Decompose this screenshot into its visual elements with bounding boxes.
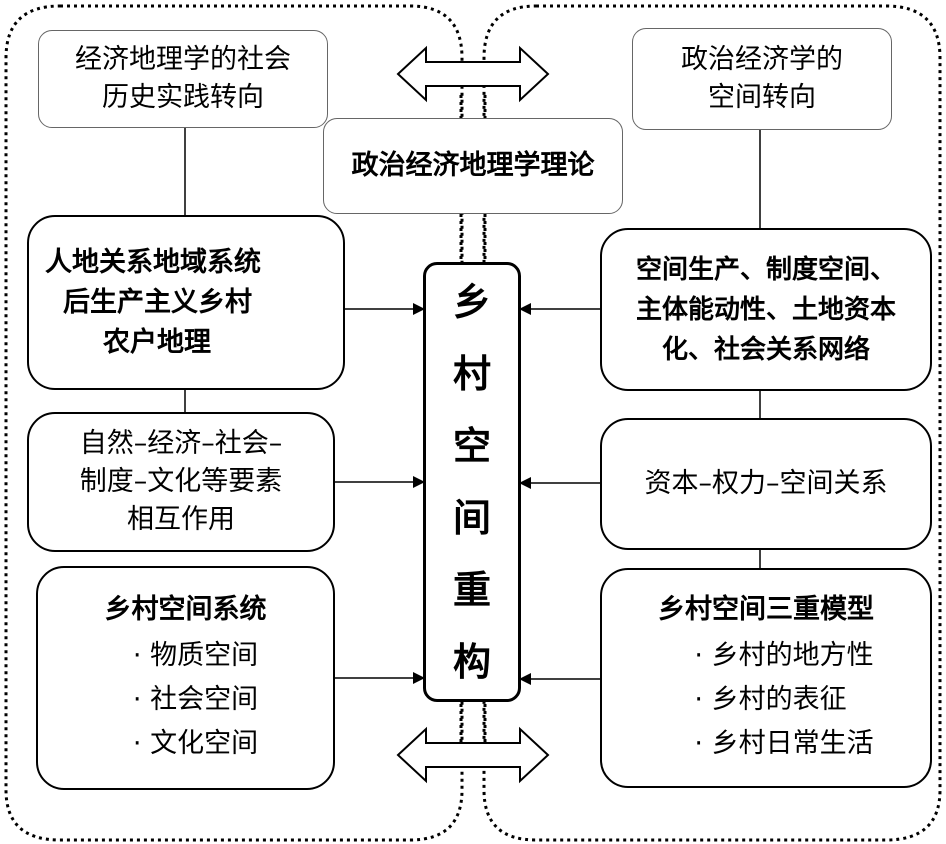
left-box-3-item-1: · 物质空间: [132, 640, 259, 671]
theory-box: 政治经济地理学理论: [323, 118, 623, 214]
left-box-3-item-3: · 文化空间: [132, 728, 259, 759]
left-box-1-line-1: 人地关系地域系统: [45, 246, 261, 278]
left-box-3: 乡村空间系统 · 物质空间 · 社会空间 · 文化空间: [36, 566, 335, 790]
right-box-2-label: 资本–权力–空间关系: [644, 468, 888, 499]
top-left-line-1: 经济地理学的社会: [75, 44, 291, 75]
top-right-line-2: 空间转向: [708, 82, 816, 113]
left-box-1-line-3: 农户地理: [103, 326, 211, 358]
left-box-3-title: 乡村空间系统: [104, 594, 267, 625]
left-box-3-item-2: · 社会空间: [132, 684, 259, 715]
center-char-2: 村: [452, 352, 491, 396]
top-right-line-1: 政治经济学的: [681, 44, 843, 75]
center-char-4: 间: [452, 496, 491, 540]
right-box-1-line-2: 主体能动性、土地资本: [635, 294, 896, 325]
left-box-2-line-2: 制度–文化等要素: [79, 466, 283, 497]
top-right-box: 政治经济学的 空间转向: [632, 28, 892, 130]
left-box-2: 自然–经济–社会– 制度–文化等要素 相互作用: [27, 412, 335, 552]
left-box-1: 人地关系地域系统 后生产主义乡村 农户地理: [27, 215, 345, 390]
bottom-double-arrow: [396, 726, 550, 784]
right-box-1: 空间生产、制度空间、 主体能动性、土地资本 化、社会关系网络: [600, 228, 932, 391]
right-box-1-line-3: 化、社会关系网络: [661, 334, 870, 365]
right-region-outline: [482, 4, 942, 842]
right-box-3-item-1: · 乡村的地方性: [694, 640, 874, 671]
right-box-1-line-1: 空间生产、制度空间、: [635, 254, 896, 285]
theory-label: 政治经济地理学理论: [351, 150, 595, 181]
left-box-3-list: · 物质空间 · 社会空间 · 文化空间: [113, 634, 258, 766]
center-box: 乡 村 空 间 重 构: [423, 262, 521, 702]
right-box-2: 资本–权力–空间关系: [600, 418, 932, 550]
center-char-6: 构: [452, 640, 491, 684]
top-left-box: 经济地理学的社会 历史实践转向: [38, 30, 328, 128]
top-left-line-2: 历史实践转向: [102, 82, 264, 113]
center-char-1: 乡: [452, 280, 491, 324]
left-box-2-line-3: 相互作用: [127, 504, 235, 535]
top-double-arrow: [396, 45, 550, 103]
right-box-3-list: · 乡村的地方性 · 乡村的表征 · 乡村日常生活: [658, 634, 873, 766]
left-box-1-line-2: 后生产主义乡村: [63, 286, 252, 318]
right-box-3: 乡村空间三重模型 · 乡村的地方性 · 乡村的表征 · 乡村日常生活: [600, 568, 932, 788]
center-char-3: 空: [452, 424, 491, 468]
center-char-5: 重: [452, 568, 491, 612]
left-box-2-line-1: 自然–经济–社会–: [79, 428, 283, 459]
right-box-3-item-2: · 乡村的表征: [694, 684, 847, 715]
left-region-outline: [4, 4, 464, 842]
right-box-3-title: 乡村空间三重模型: [658, 594, 874, 625]
right-box-3-item-3: · 乡村日常生活: [694, 728, 874, 759]
